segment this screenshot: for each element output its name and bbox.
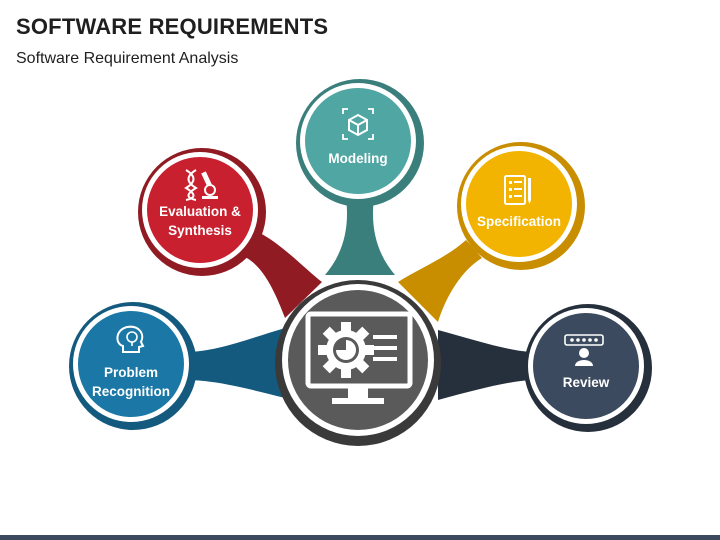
- monitor-gear-chart-icon: [305, 311, 413, 404]
- node-modeling: Modeling: [296, 79, 424, 207]
- node-label-line2: Synthesis: [168, 223, 232, 238]
- connector-specification: [398, 240, 482, 322]
- node-label: Specification: [477, 214, 561, 229]
- node-specification: Specification: [457, 142, 585, 270]
- connector-modeling: [325, 198, 395, 275]
- node-label: Review: [563, 375, 610, 390]
- user-rating-icon: [564, 334, 604, 366]
- center-hub: [275, 280, 441, 446]
- connector-evaluation-synthesis: [240, 232, 322, 318]
- node-review: Review: [524, 304, 652, 432]
- page-title: SOFTWARE REQUIREMENTS: [16, 14, 329, 39]
- document-checklist-icon: [504, 175, 531, 205]
- node-problem-recognition: Problem Recognition: [69, 302, 197, 430]
- node-evaluation-synthesis: Evaluation & Synthesis: [138, 148, 266, 276]
- connectors: [185, 198, 530, 400]
- node-circle: [305, 88, 411, 194]
- head-idea-icon: [116, 325, 145, 353]
- node-circle: [147, 157, 253, 263]
- node-label-line1: Evaluation &: [159, 204, 241, 219]
- page-subtitle: Software Requirement Analysis: [16, 50, 239, 67]
- node-label-line2: Recognition: [92, 384, 170, 399]
- node-circle: [78, 311, 184, 417]
- cube-3d-icon: [342, 108, 374, 140]
- connector-problem-recognition: [185, 328, 285, 398]
- dna-microscope-icon: [184, 169, 218, 201]
- bottom-accent-bar: [0, 535, 720, 540]
- node-label-line1: Problem: [104, 365, 158, 380]
- connector-review: [438, 330, 530, 400]
- node-label: Modeling: [328, 151, 387, 166]
